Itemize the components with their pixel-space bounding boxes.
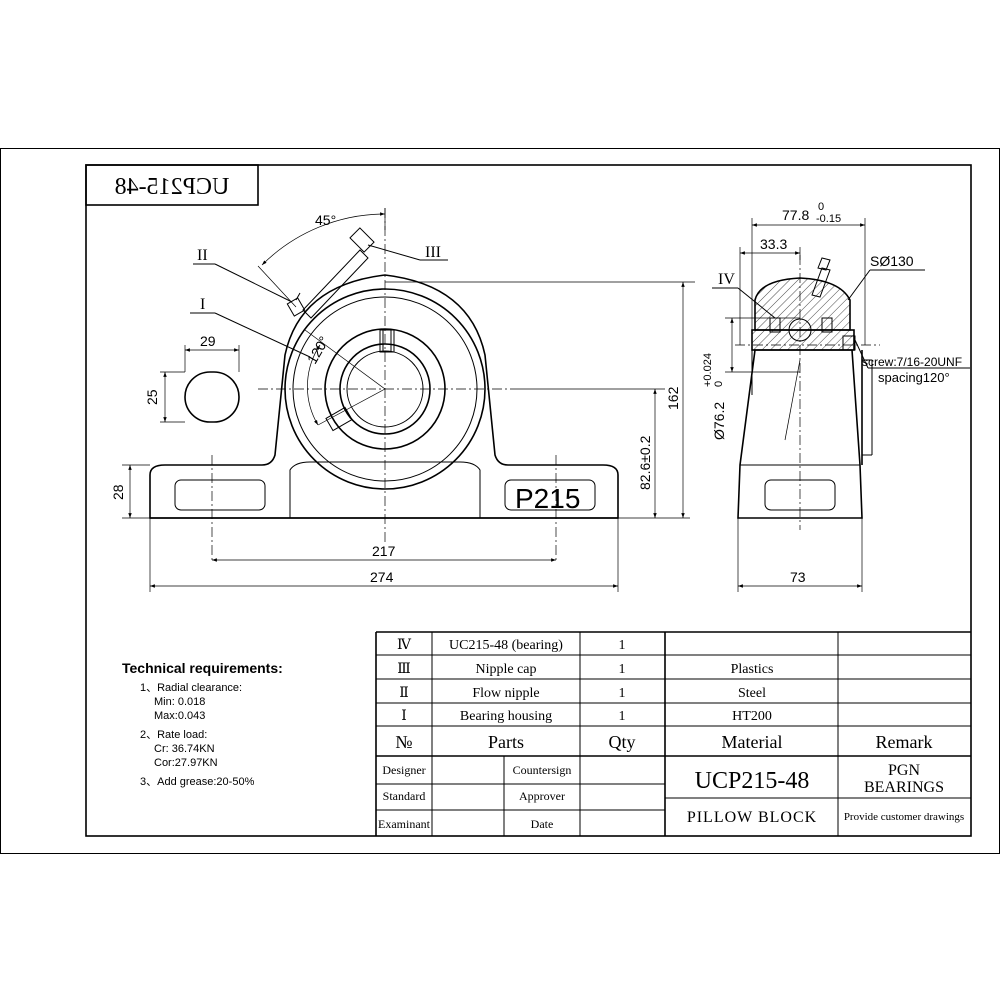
date-label: Date	[531, 817, 554, 831]
header-material: Material	[722, 732, 783, 752]
company-line-1: PGN	[888, 762, 920, 779]
side-view: 77.8 0 -0.15 33.3 SØ130 IV screw:7/16-20…	[702, 201, 970, 592]
row-2-part: Flow nipple	[472, 686, 539, 701]
tech-item-1-max: Max:0.043	[154, 710, 205, 722]
row-2-material: Steel	[738, 686, 766, 701]
set-screw-side	[325, 406, 353, 432]
row-1-qty: 1	[619, 709, 626, 724]
side-width-tol-upper: 0	[818, 201, 824, 213]
drawing-frame	[85, 164, 972, 837]
row-4-part: UC215-48 (bearing)	[449, 638, 563, 653]
tech-item-2-cr: Cr: 36.74KN	[154, 743, 215, 755]
housing-outline	[149, 274, 619, 519]
row-3-qty: 1	[619, 662, 626, 677]
label-I: I	[200, 296, 205, 313]
row-4-qty: 1	[619, 638, 626, 653]
tech-heading: Technical requirements:	[122, 660, 283, 676]
row-1-part: Bearing housing	[460, 709, 552, 724]
customer-note: Provide customer drawings	[844, 811, 964, 823]
screw-spec: screw:7/16-20UNF	[862, 355, 962, 369]
overall-length-dim: 274	[370, 569, 394, 585]
designer-label: Designer	[382, 763, 425, 777]
front-view: 45° 120° II I III 29 25 28 217	[110, 208, 695, 592]
set-screw-top	[379, 329, 395, 353]
row-3-part: Nipple cap	[475, 662, 536, 677]
left-foot-recess	[174, 479, 266, 511]
nipple-cap	[302, 227, 375, 319]
bore-circle	[339, 343, 431, 435]
tech-item-3: 3、Add grease:20-50%	[140, 776, 255, 788]
model-title: UCP215-48	[695, 768, 810, 794]
row-2-qty: 1	[619, 686, 626, 701]
header-qty: Qty	[609, 732, 636, 752]
tech-item-1: 1、Radial clearance:	[140, 682, 242, 694]
model-mark: P215	[515, 483, 580, 514]
row-3-material: Plastics	[731, 662, 774, 677]
side-width-tol-lower: -0.15	[816, 213, 841, 225]
standard-label: Standard	[383, 789, 426, 803]
parts-table: Ⅳ UC215-48 (bearing) 1 Ⅲ Nipple cap 1 Pl…	[375, 631, 971, 836]
bore-tol-upper: +0.024	[702, 353, 714, 387]
screw-spacing: spacing120°	[878, 370, 950, 385]
slot-detail	[184, 371, 240, 423]
overall-height-dim: 162	[665, 386, 681, 410]
row-2-no: Ⅱ	[399, 686, 409, 701]
row-1-no: Ⅰ	[401, 709, 407, 724]
title-box-text: UCP215-48	[115, 174, 230, 200]
tech-item-1-min: Min: 0.018	[154, 696, 205, 708]
bolt-spacing-dim: 217	[372, 543, 396, 559]
slot-height-dim: 25	[144, 389, 160, 405]
slot-width-dim: 29	[200, 333, 216, 349]
bearing-insert-section	[754, 277, 851, 331]
row-1-material: HT200	[732, 709, 772, 724]
grease-nipple	[286, 292, 306, 317]
countersign-label: Countersign	[513, 763, 572, 777]
row-4-no: Ⅳ	[397, 638, 412, 653]
label-IV: IV	[718, 271, 735, 288]
base-height-dim: 28	[110, 484, 126, 500]
tech-item-2-cor: Cor:27.97KN	[154, 757, 218, 769]
label-III: III	[425, 244, 441, 261]
header-no: №	[395, 732, 412, 752]
row-3-no: Ⅲ	[397, 662, 411, 677]
examinant-label: Examinant	[378, 817, 431, 831]
approver-label: Approver	[519, 789, 565, 803]
side-width-dim: 77.8	[782, 207, 809, 223]
title-box: UCP215-48	[85, 164, 259, 206]
center-height-dim: 82.6±0.2	[637, 435, 653, 490]
ball	[788, 318, 812, 342]
housing-outer-circle	[284, 288, 486, 490]
product-name: PILLOW BLOCK	[687, 809, 817, 826]
bore-dim: Ø76.2	[711, 402, 727, 440]
sphere-dim: SØ130	[870, 253, 914, 269]
side-offset-dim: 33.3	[760, 236, 787, 252]
company-line-2: BEARINGS	[864, 779, 944, 796]
side-base-width-dim: 73	[790, 569, 806, 585]
header-remark: Remark	[876, 732, 933, 752]
bore-tol-lower: 0	[713, 381, 725, 387]
label-II: II	[197, 247, 208, 264]
technical-requirements: Technical requirements: 1、Radial clearan…	[122, 660, 283, 788]
bearing-outer-circle	[324, 328, 446, 450]
tech-item-2: 2、Rate load:	[140, 729, 207, 741]
right-foot-recess	[504, 479, 596, 511]
header-parts: Parts	[488, 732, 524, 752]
angle-45-label: 45°	[315, 212, 336, 228]
